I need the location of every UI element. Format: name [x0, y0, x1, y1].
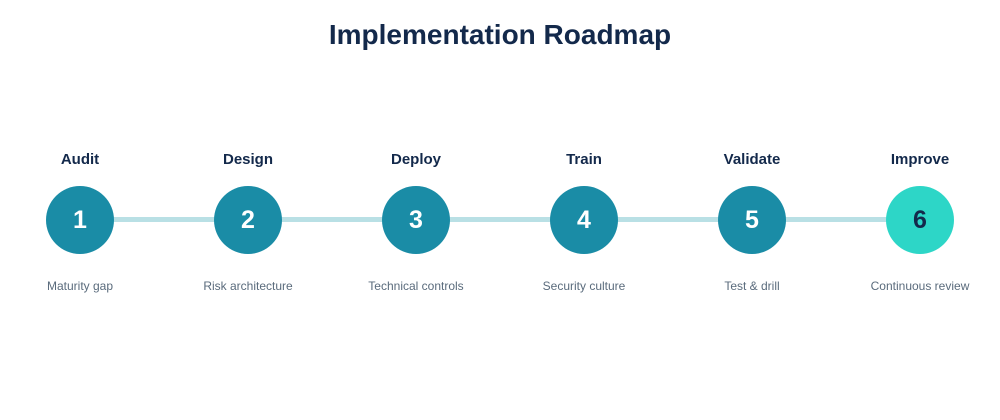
connector-5-6	[752, 217, 920, 222]
step-number-badge: 4	[550, 186, 618, 254]
roadmap-step: Validate 5 Test & drill	[668, 0, 836, 420]
step-label: Deploy	[390, 151, 441, 168]
step-number-badge: 5	[718, 186, 786, 254]
roadmap-title: Implementation Roadmap	[328, 19, 672, 50]
step-label: Improve	[890, 151, 950, 168]
step-description: Continuous review	[870, 279, 970, 293]
roadmap-step: Audit 1 Maturity gap	[0, 0, 164, 420]
step-description: Security culture	[542, 279, 626, 293]
step-number-badge: 1	[46, 186, 114, 254]
step-label: Audit	[60, 151, 100, 168]
step-label: Train	[566, 151, 602, 168]
roadmap-step: Deploy 3 Technical controls	[332, 0, 500, 420]
roadmap-step: Design 2 Risk architecture	[164, 0, 332, 420]
step-description: Technical controls	[368, 279, 464, 293]
step-description: Risk architecture	[203, 279, 293, 293]
step-description: Test & drill	[724, 279, 780, 293]
roadmap-step: Train 4 Security culture	[500, 0, 668, 420]
step-number-badge: 6	[886, 186, 954, 254]
step-label: Design	[222, 151, 273, 168]
connector-4-5	[584, 217, 752, 222]
step-number-badge: 2	[214, 186, 282, 254]
roadmap-step: Improve 6 Continuous review	[836, 0, 1000, 420]
connector-3-4	[416, 217, 584, 222]
step-label: Validate	[723, 151, 781, 168]
step-description: Maturity gap	[46, 279, 114, 293]
connector-2-3	[248, 217, 416, 222]
step-number-badge: 3	[382, 186, 450, 254]
connector-1-2	[80, 217, 248, 222]
